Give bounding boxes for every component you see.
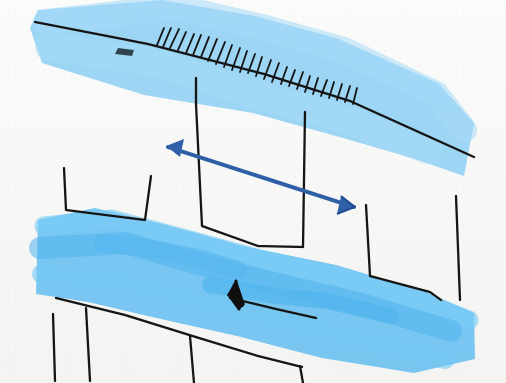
double-headed-arrow bbox=[166, 139, 355, 214]
